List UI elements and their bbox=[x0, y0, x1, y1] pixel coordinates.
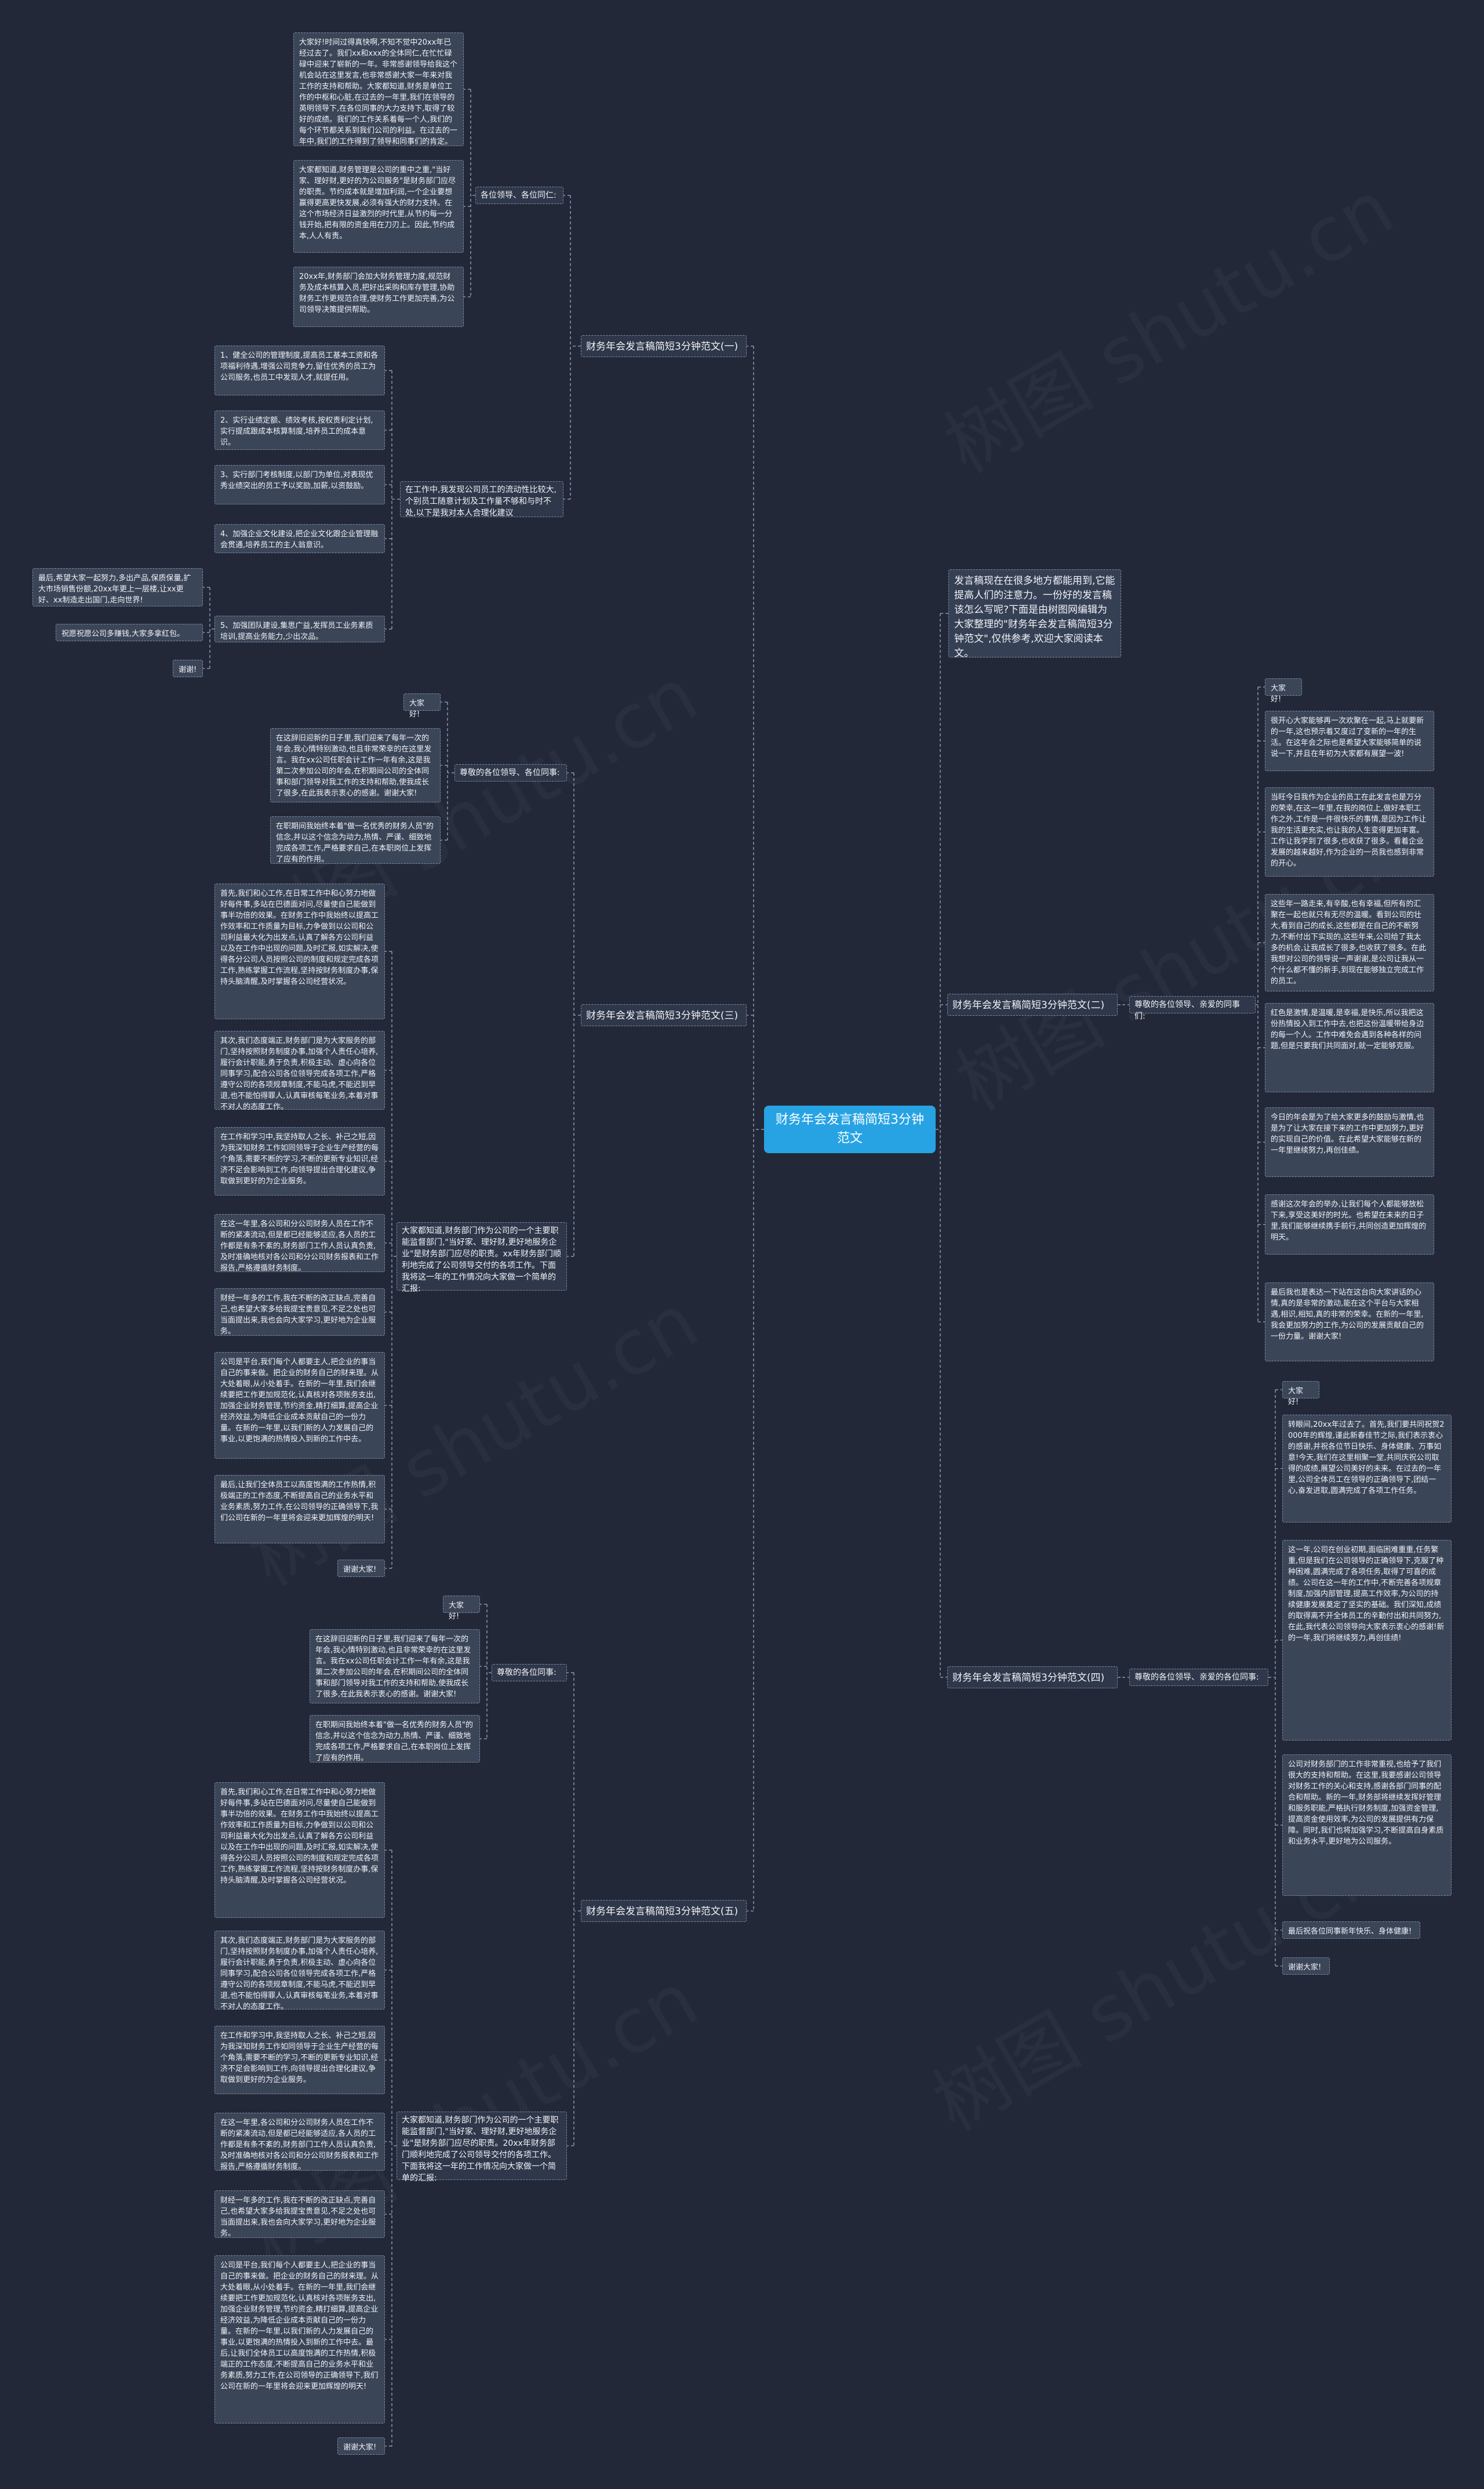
leaf-text: 其次,我们态度端正,财务部门是为大家服务的部门,坚持按照财务制度办事,加强个人责… bbox=[214, 1031, 385, 1111]
leaf-text: 在这一年里,各公司和分公司财务人员在工作不断的紧凑流动,但是都已经能够适应,各人… bbox=[214, 2113, 385, 2171]
root-topic[interactable]: 财务年会发言稿简短3分钟范文 bbox=[764, 1106, 936, 1153]
group-label[interactable]: 大家都知道,财务部门作为公司的一个主要职能监督部门,"当好家、理好财,更好地服务… bbox=[397, 2112, 567, 2183]
leaf-text: 4、加强企业文化建设,把企业文化跟企业管理融会贯通,培养员工的主人翁意识。 bbox=[214, 524, 385, 553]
leaf-text: 大家好! bbox=[443, 1596, 480, 1621]
leaf-text: 财经一年多的工作,我在不断的改正缺点,完善自己,也希望大家多给我提宝贵意见,不足… bbox=[214, 1288, 385, 1336]
leaf-text: 20xx年,财务部门会加大财务管理力度,规范财务及成本核算入员,把好出采购和库存… bbox=[293, 267, 464, 327]
leaf-text: 转眼间,20xx年过去了。首先,我们要共同祝贺2000年的辉煌,谨此新春佳节之际… bbox=[1282, 1415, 1452, 1523]
leaf-text: 谢谢大家! bbox=[337, 1560, 385, 1577]
connector-line bbox=[1268, 1389, 1282, 1967]
branch-topic-3[interactable]: 财务年会发言稿简短3分钟范文(三) bbox=[581, 1004, 747, 1026]
connector-line bbox=[385, 951, 397, 1569]
group-label[interactable]: 各位领导、各位同仁: bbox=[475, 187, 563, 204]
leaf-text: 在这一年里,各公司和分公司财务人员在工作不断的紧凑流动,但是都已经能够适应,各人… bbox=[214, 1214, 385, 1273]
leaf-text: 大家好!时间过得真快啊,不知不觉中20xx年已经过去了。我们xx和xxx的全体同… bbox=[293, 32, 464, 146]
leaf-text: 感谢这次年会的举办,让我们每个人都能够放松下来,享受这美好的时光。也希望在未来的… bbox=[1265, 1194, 1434, 1255]
connector-line bbox=[385, 1850, 397, 2447]
group-label[interactable]: 尊敬的各位同事: bbox=[492, 1664, 567, 1681]
connector-line bbox=[747, 346, 764, 1912]
leaf-text: 5、加强团队建设,集思广益,发挥员工业务素质培训,提高业务能力,少出次品。 bbox=[214, 616, 385, 642]
leaf-text: 很开心大家能够再一次欢聚在一起,马上就要新的一年,这也预示着又度过了变新的一年的… bbox=[1265, 711, 1434, 771]
leaf-text: 公司是平台,我们每个人都要主人,把企业的事当自己的事来做。把企业的财务自己的财来… bbox=[214, 1352, 385, 1459]
leaf-text: 在职期间我始终本着"做一名优秀的财务人员"的信念,并以这个信念为动力,热情、严谨… bbox=[270, 816, 441, 864]
group-label[interactable]: 在工作中,我发现公司员工的流动性比较大,个别员工随意计划及工作量不够和与时不处,… bbox=[400, 481, 563, 518]
branch-topic-1[interactable]: 财务年会发言稿简短3分钟范文(一) bbox=[581, 335, 747, 357]
leaf-text: 首先,我们和心工作,在日常工作中和心努力地做好每件事,多站在巴德面对问,尽量使自… bbox=[214, 1782, 385, 1918]
intro-text: 发言稿现在在很多地方都能用到,它能提高人们的注意力。一份好的发言稿该怎么写呢?下… bbox=[948, 569, 1121, 659]
leaf-text: 最后我也是表达一下站在这台向大家讲话的心情,真的是非常的激动,能在这个平台与大家… bbox=[1265, 1282, 1434, 1361]
leaf-text: 红色是激情,是温暖,是幸福,是快乐,所以我把这份热情投入到工作中去,也把这份温暖… bbox=[1265, 1003, 1434, 1092]
connector-line bbox=[563, 195, 581, 500]
leaf-text: 在工作和学习中,我坚持取人之长、补己之短,因为我深知财务工作如同领导于企业生产经… bbox=[214, 1127, 385, 1196]
leaf-text: 谢谢大家! bbox=[337, 2437, 385, 2455]
group-label[interactable]: 尊敬的各位领导、亲爱的同事们: bbox=[1129, 996, 1256, 1021]
leaf-text: 在这辞旧迎新的日子里,我们迎来了每年一次的年会,我心情特别激动,也且非常荣幸的在… bbox=[270, 728, 441, 802]
leaf-text: 在这辞旧迎新的日子里,我们迎来了每年一次的年会,我心情特别激动,也且非常荣幸的在… bbox=[310, 1629, 480, 1703]
connector-line bbox=[203, 587, 214, 669]
leaf-text: 今日的年会是为了给大家更多的鼓励与激情,也是为了让大家在接下来的工作中更加努力,… bbox=[1265, 1107, 1434, 1177]
connector-line bbox=[464, 89, 475, 297]
branch-topic-5[interactable]: 财务年会发言稿简短3分钟范文(五) bbox=[581, 1900, 747, 1922]
connector-line bbox=[441, 702, 454, 841]
leaf-text: 公司是平台,我们每个人都要主人,把企业的事当自己的事来做。把企业的财务自己的财来… bbox=[214, 2255, 385, 2423]
connector-line bbox=[385, 370, 400, 630]
leaf-text: 谢谢! bbox=[173, 660, 203, 677]
connector-line bbox=[936, 613, 948, 1678]
leaf-text: 1、健全公司的管理制度,提高员工基本工资和各项福利待遇,增强公司竞争力,留住优秀… bbox=[214, 346, 385, 395]
group-label[interactable]: 尊敬的各位领导、亲爱的各位同事: bbox=[1129, 1669, 1268, 1686]
connector-line bbox=[567, 772, 581, 1257]
connector-line bbox=[567, 1672, 581, 2146]
group-label[interactable]: 尊敬的各位领导、各位同事: bbox=[454, 764, 567, 782]
leaf-text: 财经一年多的工作,我在不断的改正缺点,完善自己,也希望大家多给我提宝贵意见,不足… bbox=[214, 2190, 385, 2238]
leaf-text: 最后,让我们全体员工以高度饱满的工作热情,积极端正的工作态度,不断提高自己的业务… bbox=[214, 1475, 385, 1543]
connector-line bbox=[1256, 686, 1265, 1322]
leaf-text: 3、实行部门考核制度,以部门为单位,对表现优秀业绩突出的员工予以奖励,加薪,以资… bbox=[214, 465, 385, 504]
leaf-text: 大家好! bbox=[1282, 1381, 1319, 1407]
branch-topic-4[interactable]: 财务年会发言稿简短3分钟范文(四) bbox=[947, 1666, 1118, 1688]
leaf-text: 最后,希望大家一起努力,多出产品,保质保量,扩大市场销售份额,20xx年更上一层… bbox=[32, 568, 203, 606]
leaf-text: 这一年,公司在创业初期,面临困难重重,任务繁重,但是我们在公司领导的正确领导下,… bbox=[1282, 1540, 1452, 1741]
leaf-text: 最后祝各位同事新年快乐、身体健康! bbox=[1282, 1921, 1420, 1939]
leaf-text: 大家好! bbox=[403, 693, 441, 719]
leaf-text: 谢谢大家! bbox=[1282, 1957, 1330, 1975]
group-label[interactable]: 大家都知道,财务部门作为公司的一个主要职能监督部门,"当好家、理好财,更好地服务… bbox=[397, 1222, 567, 1293]
leaf-text: 首先,我们和心工作,在日常工作中和心努力地做好每件事,多站在巴德面对问,尽量使自… bbox=[214, 884, 385, 1019]
leaf-text: 其次,我们态度端正,财务部门是为大家服务的部门,坚持按照财务制度办事,加强个人责… bbox=[214, 1931, 385, 2011]
leaf-text: 当旺今日我作为企业的员工在此发言也是万分的荣幸,在这一年里,在我的岗位上,做好本… bbox=[1265, 787, 1434, 877]
leaf-text: 公司对财务部门的工作非常重视,也给予了我们很大的支持和帮助。在这里,我要感谢公司… bbox=[1282, 1754, 1452, 1896]
leaf-text: 祝愿祝愿公司多赚钱,大家多拿红包。 bbox=[56, 624, 203, 641]
leaf-text: 大家都知道,财务管理是公司的重中之重,"当好家、理好财,更好的为公司服务"是财务… bbox=[293, 160, 464, 253]
leaf-text: 这些年一路走来,有辛酸,也有幸福,但所有的汇聚在一起也就只有无尽的温暖。看到公司… bbox=[1265, 894, 1434, 991]
leaf-text: 在职期间我始终本着"做一名优秀的财务人员"的信念,并以这个信念为动力,热情、严谨… bbox=[310, 1715, 480, 1763]
connector-line bbox=[480, 1604, 492, 1739]
leaf-text: 在工作和学习中,我坚持取人之长、补己之短,因为我深知财务工作如同领导于企业生产经… bbox=[214, 2026, 385, 2094]
leaf-text: 大家好! bbox=[1265, 678, 1302, 704]
leaf-text: 2、实行业绩定额、绩效考核,按权责利定计划,实行提成跟成本核算制度,培养员工的成… bbox=[214, 410, 385, 450]
branch-topic-2[interactable]: 财务年会发言稿简短3分钟范文(二) bbox=[947, 994, 1118, 1016]
